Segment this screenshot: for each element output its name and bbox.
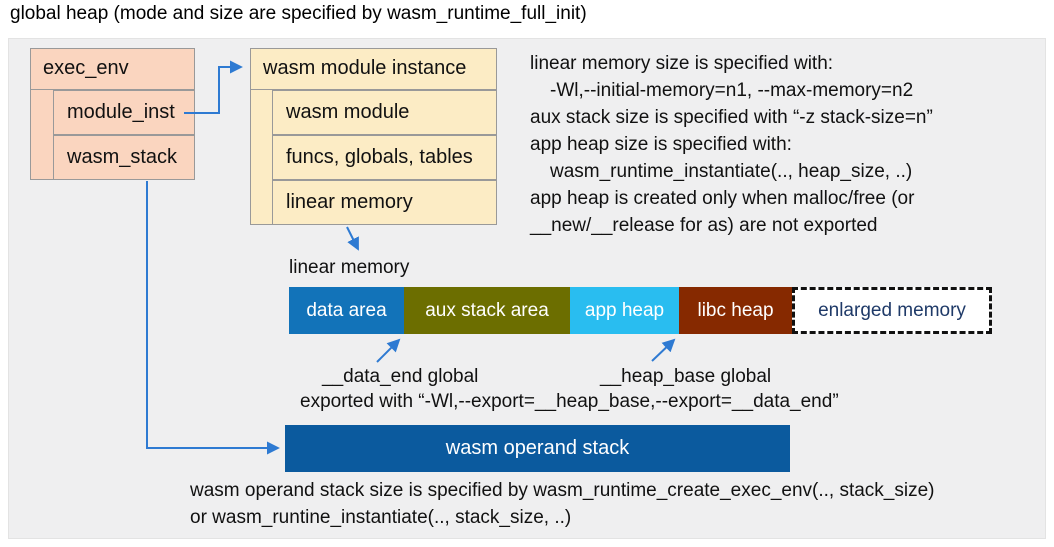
linear-memory-segment-enlarged-memory: enlarged memory — [792, 287, 992, 334]
module-instance-header: wasm module instance — [250, 48, 497, 90]
linear-memory-segment-data-area: data area — [289, 287, 404, 334]
exec-env-header: exec_env — [30, 48, 195, 90]
module-instance-row-linear-memory: linear memory — [272, 180, 497, 225]
notes-top-line: app heap size is specified with: — [530, 134, 792, 155]
linear-memory-segment-libc-heap: libc heap — [679, 287, 792, 334]
notes-top: linear memory size is specified with: -W… — [530, 50, 933, 239]
data-end-global-label: __data_end global — [322, 366, 479, 387]
wasm-operand-stack-bar: wasm operand stack — [285, 425, 790, 472]
linear-memory-label: linear memory — [289, 257, 410, 278]
page-title: global heap (mode and size are specified… — [10, 3, 587, 24]
notes-top-line: aux stack size is specified with “-z sta… — [530, 107, 933, 128]
linear-memory-segment-app-heap: app heap — [570, 287, 679, 334]
heap-base-global-label: __heap_base global — [600, 366, 772, 387]
linear-memory-segment-aux-stack-area: aux stack area — [404, 287, 570, 334]
notes-bottom-line: or wasm_runtine_instantiate(.., stack_si… — [190, 507, 572, 528]
module-instance-row-funcs-globals-tables: funcs, globals, tables — [272, 135, 497, 180]
notes-bottom-line: wasm operand stack size is specified by … — [190, 480, 935, 501]
notes-top-line: linear memory size is specified with: — [530, 53, 834, 74]
module-instance-row-wasm-module: wasm module — [272, 90, 497, 135]
notes-top-line: __new/__release for as) are not exported — [530, 215, 878, 236]
notes-top-line: app heap is created only when malloc/fre… — [530, 188, 915, 209]
exec-env-row-module-inst: module_inst — [53, 90, 195, 135]
notes-top-line: wasm_runtime_instantiate(.., heap_size, … — [550, 161, 913, 182]
notes-bottom: wasm operand stack size is specified by … — [190, 477, 935, 531]
exec-env-row-wasm-stack: wasm_stack — [53, 135, 195, 180]
notes-top-line: -Wl,--initial-memory=n1, --max-memory=n2 — [550, 80, 914, 101]
exported-with-line: exported with “-Wl,--export=__heap_base,… — [300, 391, 839, 412]
